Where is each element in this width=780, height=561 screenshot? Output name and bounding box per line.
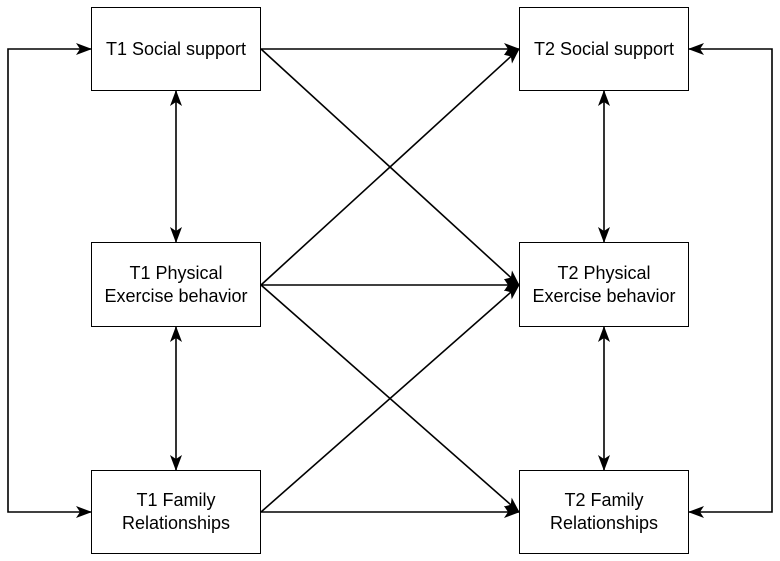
node-label-line1: T1 Social support (105, 38, 247, 59)
node-label-line1: T1 Family (136, 490, 216, 510)
node-label-line1: T2 Physical (557, 262, 651, 283)
node-t1-physical-exercise-behavior: T1 Physical Exercise behavior (91, 242, 261, 327)
node-t1-social-support: T1 Social support (91, 7, 261, 91)
node-label-line2: Relationships (121, 513, 231, 533)
node-t2-physical-exercise-behavior: T2 Physical Exercise behavior (519, 242, 689, 327)
node-label-line1: T2 Family (564, 490, 644, 510)
node-label-line2: Relationships (549, 513, 659, 533)
edge-t1-exercise-to-t2-social (260, 48, 520, 286)
node-t1-family-relationships: T1 Family Relationships (91, 470, 261, 554)
node-t2-social-support: T2 Social support (519, 7, 689, 91)
edge-t1-social-to-t1-family (7, 43, 92, 518)
node-label-line1: T2 Social support (533, 38, 675, 59)
edge-t1-family-to-t2-exercise (260, 284, 520, 513)
node-t2-family-relationships: T2 Family Relationships (519, 470, 689, 554)
edge-t2-social-to-t2-family (688, 43, 773, 518)
node-label-line2: Exercise behavior (104, 285, 248, 306)
node-label-line1: T1 Physical (129, 262, 223, 283)
node-label-line2: Exercise behavior (532, 285, 676, 306)
edges-group (7, 43, 773, 518)
